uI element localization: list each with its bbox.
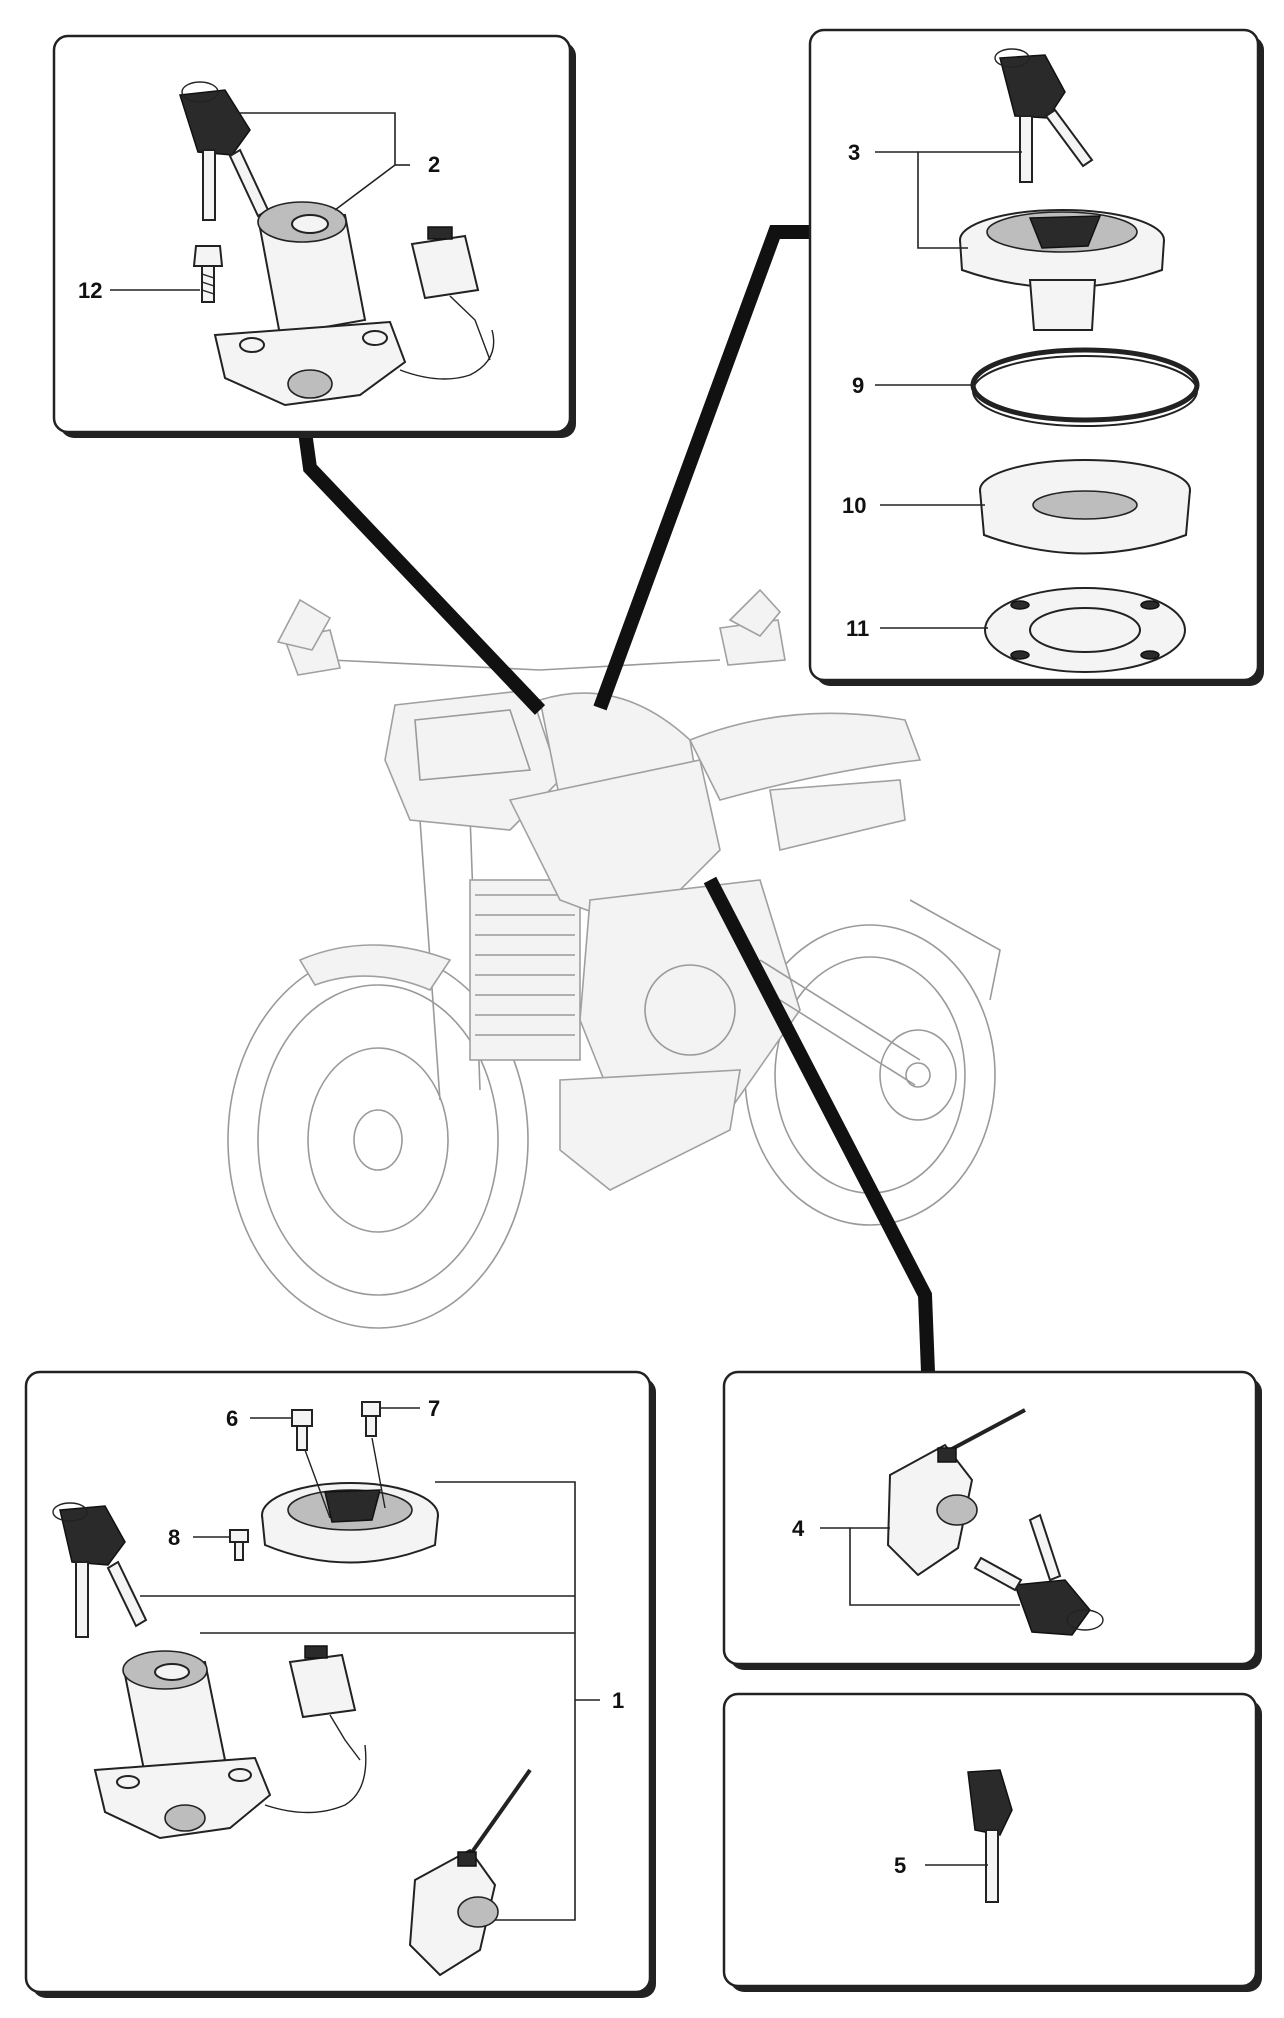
leader-connectors bbox=[298, 225, 935, 1373]
ignition-switch bbox=[93, 1650, 367, 1840]
seat-lock bbox=[886, 1408, 1026, 1577]
callout-5: 5 bbox=[894, 1853, 906, 1878]
callout-9: 9 bbox=[852, 373, 864, 398]
motorcycle-illustration bbox=[227, 588, 1001, 1329]
ignition-switch bbox=[213, 201, 495, 407]
fuel-cap bbox=[261, 1437, 439, 1564]
mounting-flange bbox=[984, 587, 1186, 673]
electrical-connector bbox=[410, 226, 491, 361]
screw-icon bbox=[229, 1529, 249, 1561]
panel-ignition-lock: 2 12 bbox=[52, 34, 576, 438]
callout-4: 4 bbox=[792, 1516, 805, 1541]
key-icon bbox=[52, 1502, 148, 1638]
panel-lock-kit: 1 6 7 8 bbox=[24, 1370, 656, 1998]
key-icon bbox=[179, 81, 270, 221]
screw-icon bbox=[361, 1401, 381, 1437]
electrical-connector bbox=[288, 1645, 361, 1761]
callout-11: 11 bbox=[846, 616, 869, 641]
callout-10: 10 bbox=[842, 493, 866, 518]
callout-12: 12 bbox=[78, 278, 102, 303]
callout-6: 6 bbox=[226, 1406, 238, 1431]
key-icon bbox=[973, 1513, 1104, 1636]
fuel-cap bbox=[959, 209, 1165, 331]
panel-seat-lock: 4 bbox=[722, 1370, 1262, 1670]
ring-nut bbox=[979, 459, 1191, 555]
callout-3: 3 bbox=[848, 140, 860, 165]
seat-lock bbox=[408, 1768, 532, 1977]
key-icon bbox=[967, 1769, 1013, 1903]
bolt-icon bbox=[192, 245, 224, 303]
panel-spare-key: 5 bbox=[722, 1692, 1262, 1992]
callout-8: 8 bbox=[168, 1525, 180, 1550]
panel-fuel-cap: 3 9 10 11 bbox=[808, 28, 1264, 686]
callout-7: 7 bbox=[428, 1396, 440, 1421]
key-icon bbox=[994, 48, 1094, 183]
callout-1: 1 bbox=[612, 1688, 624, 1713]
callout-2: 2 bbox=[428, 152, 440, 177]
